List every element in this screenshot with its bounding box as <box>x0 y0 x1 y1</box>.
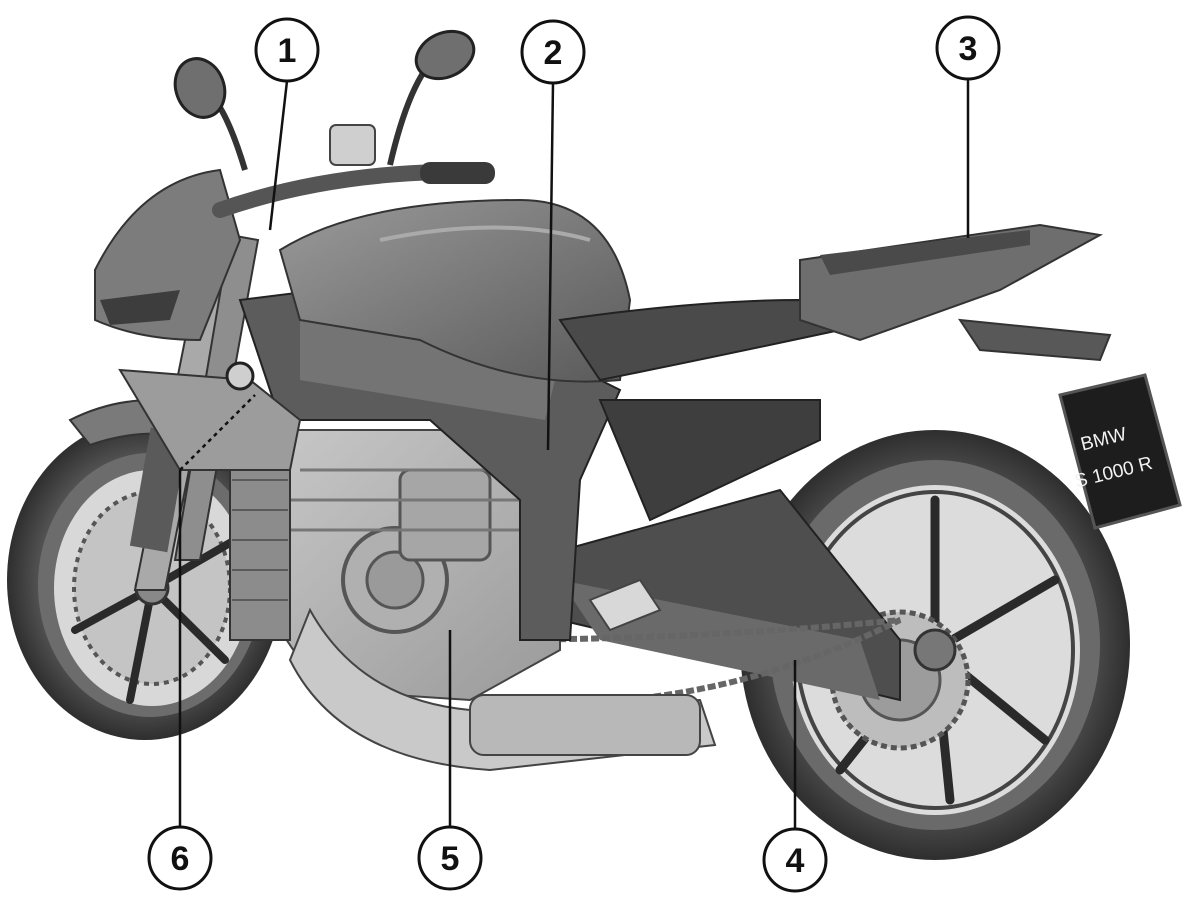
callout-2-label: 2 <box>544 34 563 72</box>
callout-6-label: 6 <box>171 840 190 878</box>
license-plate: BMW S 1000 R <box>1058 373 1182 530</box>
right-mirror <box>387 29 476 166</box>
callout-4: 4 <box>762 827 828 893</box>
fuel-tank <box>278 198 632 383</box>
callout-1: 1 <box>254 17 320 83</box>
leader-line-2 <box>546 82 555 451</box>
callout-1-label: 1 <box>278 32 297 70</box>
rear-subframe <box>598 399 821 522</box>
callout-5: 5 <box>417 825 483 891</box>
callout-3-label: 3 <box>959 30 978 68</box>
leader-line-1 <box>268 80 289 231</box>
callout-2: 2 <box>520 19 586 85</box>
callout-3: 3 <box>935 15 1001 81</box>
leader-line-6-dashed <box>179 394 256 471</box>
footpeg-bracket <box>588 578 662 632</box>
handlebar <box>212 124 495 218</box>
bmw-roundel <box>225 361 255 391</box>
callout-4-label: 4 <box>786 842 805 880</box>
engine-block <box>258 429 561 702</box>
left-mirror <box>173 57 248 171</box>
callout-6: 6 <box>147 825 213 891</box>
leader-lines <box>178 79 970 829</box>
callout-5-label: 5 <box>441 840 460 878</box>
